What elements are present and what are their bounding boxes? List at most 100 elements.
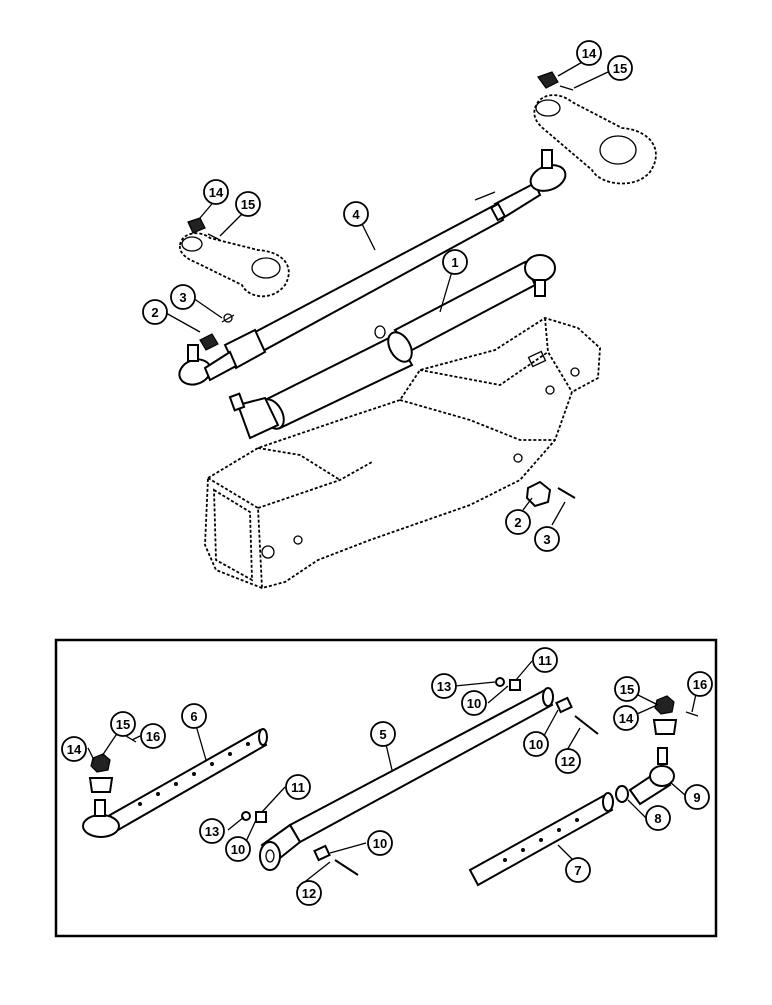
callout-number: 10 (467, 696, 481, 711)
callout-circle (613, 705, 639, 731)
steering-cylinder-4 (178, 149, 567, 386)
callout-number: 14 (619, 711, 634, 726)
callout-circle (523, 731, 549, 757)
callout-circle (296, 880, 322, 906)
callout-13: 13 (199, 818, 225, 844)
callout-circle (142, 299, 168, 325)
callout-4: 4 (343, 201, 369, 227)
callout-number: 3 (543, 532, 550, 547)
callout-number: 11 (538, 653, 552, 668)
callout-circle (431, 673, 457, 699)
callout-circle (140, 723, 166, 749)
callout-number: 1 (451, 255, 458, 270)
callout-circle (370, 721, 396, 747)
callout-circle (614, 676, 640, 702)
callout-6: 6 (181, 703, 207, 729)
callout-16: 16 (140, 723, 166, 749)
callout-15: 15 (607, 55, 633, 81)
callout-11: 11 (532, 647, 558, 673)
callout-number: 9 (693, 790, 700, 805)
callout-circle (235, 191, 261, 217)
steering-arm-left (179, 217, 290, 298)
inset-frame (54, 638, 718, 938)
callout-number: 8 (654, 811, 661, 826)
callout-3: 3 (170, 284, 196, 310)
callout-circle (110, 711, 136, 737)
callout-14: 14 (613, 705, 639, 731)
callout-12: 12 (296, 880, 322, 906)
callout-circle (532, 647, 558, 673)
callout-circle (285, 774, 311, 800)
callout-10: 10 (367, 830, 393, 856)
callout-number: 15 (241, 197, 255, 212)
callout-number: 13 (205, 824, 219, 839)
steering-cylinder-1 (228, 254, 556, 440)
callout-circle (225, 836, 251, 862)
callout-14: 14 (576, 40, 602, 66)
callout-3: 3 (534, 526, 560, 552)
callout-8: 8 (645, 805, 671, 831)
callout-14: 14 (203, 179, 229, 205)
callout-number: 14 (209, 185, 224, 200)
callout-circle (576, 40, 602, 66)
callout-number: 7 (574, 863, 581, 878)
callout-13: 13 (431, 673, 457, 699)
callout-16: 16 (687, 671, 713, 697)
callout-number: 5 (379, 727, 386, 742)
callout-circle (687, 671, 713, 697)
callout-5: 5 (370, 721, 396, 747)
callout-number: 2 (151, 305, 158, 320)
callout-circle (181, 703, 207, 729)
callout-circle (607, 55, 633, 81)
callout-number: 15 (116, 717, 130, 732)
callout-number: 13 (437, 679, 451, 694)
callout-number: 11 (291, 780, 305, 795)
callout-number: 2 (514, 515, 521, 530)
callout-number: 10 (529, 737, 543, 752)
callout-15: 15 (614, 676, 640, 702)
callout-number: 12 (302, 886, 316, 901)
tie-rod-tube-5 (259, 687, 554, 871)
callout-7: 7 (565, 857, 591, 883)
callout-number: 10 (373, 836, 387, 851)
callout-number: 12 (561, 754, 575, 769)
callout-circle (367, 830, 393, 856)
callout-number: 6 (190, 709, 197, 724)
callout-circle (199, 818, 225, 844)
callout-number: 15 (620, 682, 634, 697)
callout-number: 16 (693, 677, 707, 692)
ball-cap-right (652, 695, 699, 735)
callout-circle (442, 249, 468, 275)
callout-2: 2 (142, 299, 168, 325)
axle-frame (204, 317, 601, 589)
callout-15: 15 (235, 191, 261, 217)
callout-number: 3 (179, 290, 186, 305)
callout-circle (461, 690, 487, 716)
callout-11: 11 (285, 774, 311, 800)
callout-2: 2 (505, 509, 531, 535)
callout-circle (343, 201, 369, 227)
callout-circle (565, 857, 591, 883)
ball-cap-left (88, 735, 137, 793)
callout-12: 12 (555, 748, 581, 774)
nut-and-pin-loose (525, 480, 576, 508)
callout-circle (534, 526, 560, 552)
callout-circle (505, 509, 531, 535)
callout-number: 4 (352, 207, 360, 222)
callout-15: 15 (110, 711, 136, 737)
clamp-hardware-mid (241, 811, 359, 876)
tie-rod-tube-6 (82, 728, 268, 838)
callout-10: 10 (225, 836, 251, 862)
callout-number: 14 (67, 742, 82, 757)
steering-arm-right (533, 71, 657, 185)
callout-circle (170, 284, 196, 310)
callout-10: 10 (523, 731, 549, 757)
callout-1: 1 (442, 249, 468, 275)
callout-number: 14 (582, 46, 597, 61)
callout-9: 9 (684, 784, 710, 810)
callout-number: 16 (146, 729, 160, 744)
callout-number: 10 (231, 842, 245, 857)
callout-circle (203, 179, 229, 205)
